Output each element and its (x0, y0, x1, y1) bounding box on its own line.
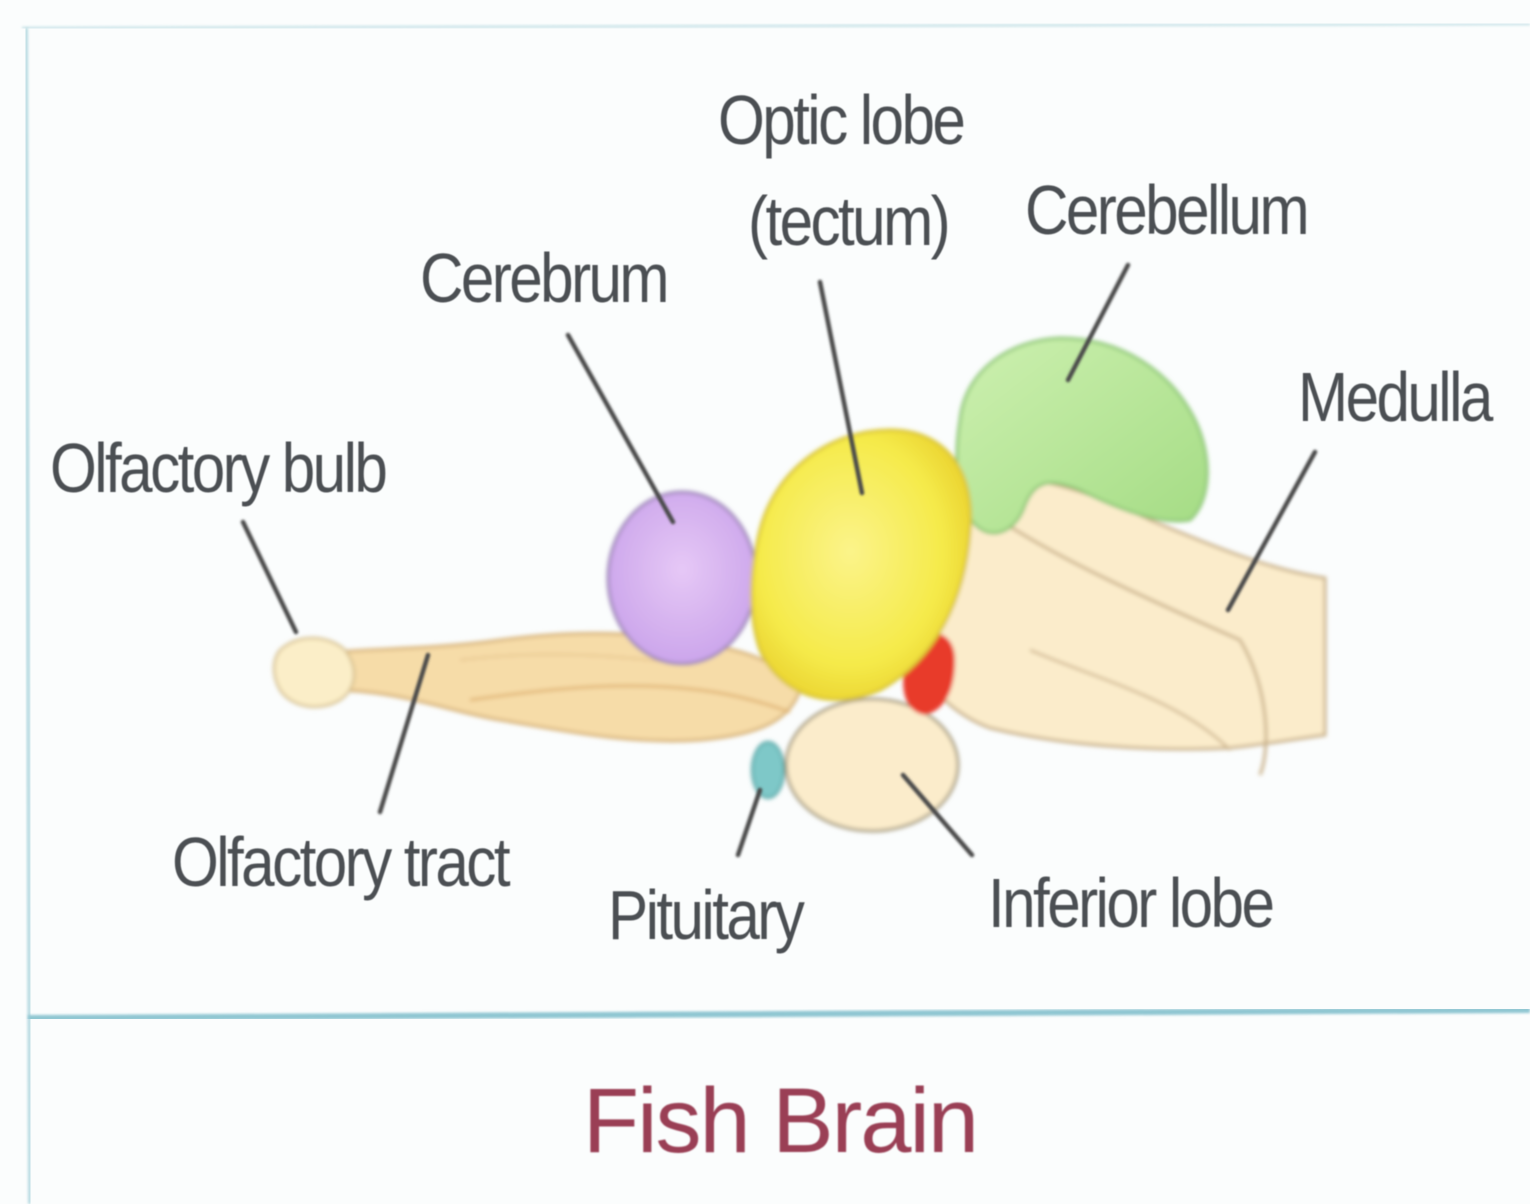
diagram-caption: Fish Brain (0, 1075, 1530, 1167)
olfactory-bulb-shape (274, 638, 354, 707)
label-cerebellum: Cerebellum (1025, 175, 1307, 245)
leader-olfactory-bulb (243, 522, 296, 632)
brain-illustration (274, 338, 1325, 831)
cerebrum-shape (608, 492, 756, 664)
label-olfactory-bulb: Olfactory bulb (50, 433, 385, 503)
pituitary-shape (752, 742, 784, 798)
label-inferior-lobe: Inferior lobe (988, 868, 1272, 938)
leader-pituitary (738, 790, 760, 855)
label-olfactory-tract: Olfactory tract (172, 827, 508, 897)
label-medulla: Medulla (1298, 362, 1491, 432)
leader-cerebrum (568, 335, 673, 522)
label-pituitary: Pituitary (608, 880, 802, 950)
label-optic-lobe-line1: Optic lobe (718, 85, 963, 155)
label-cerebrum: Cerebrum (420, 243, 667, 313)
label-optic-lobe-line2: (tectum) (748, 186, 948, 256)
